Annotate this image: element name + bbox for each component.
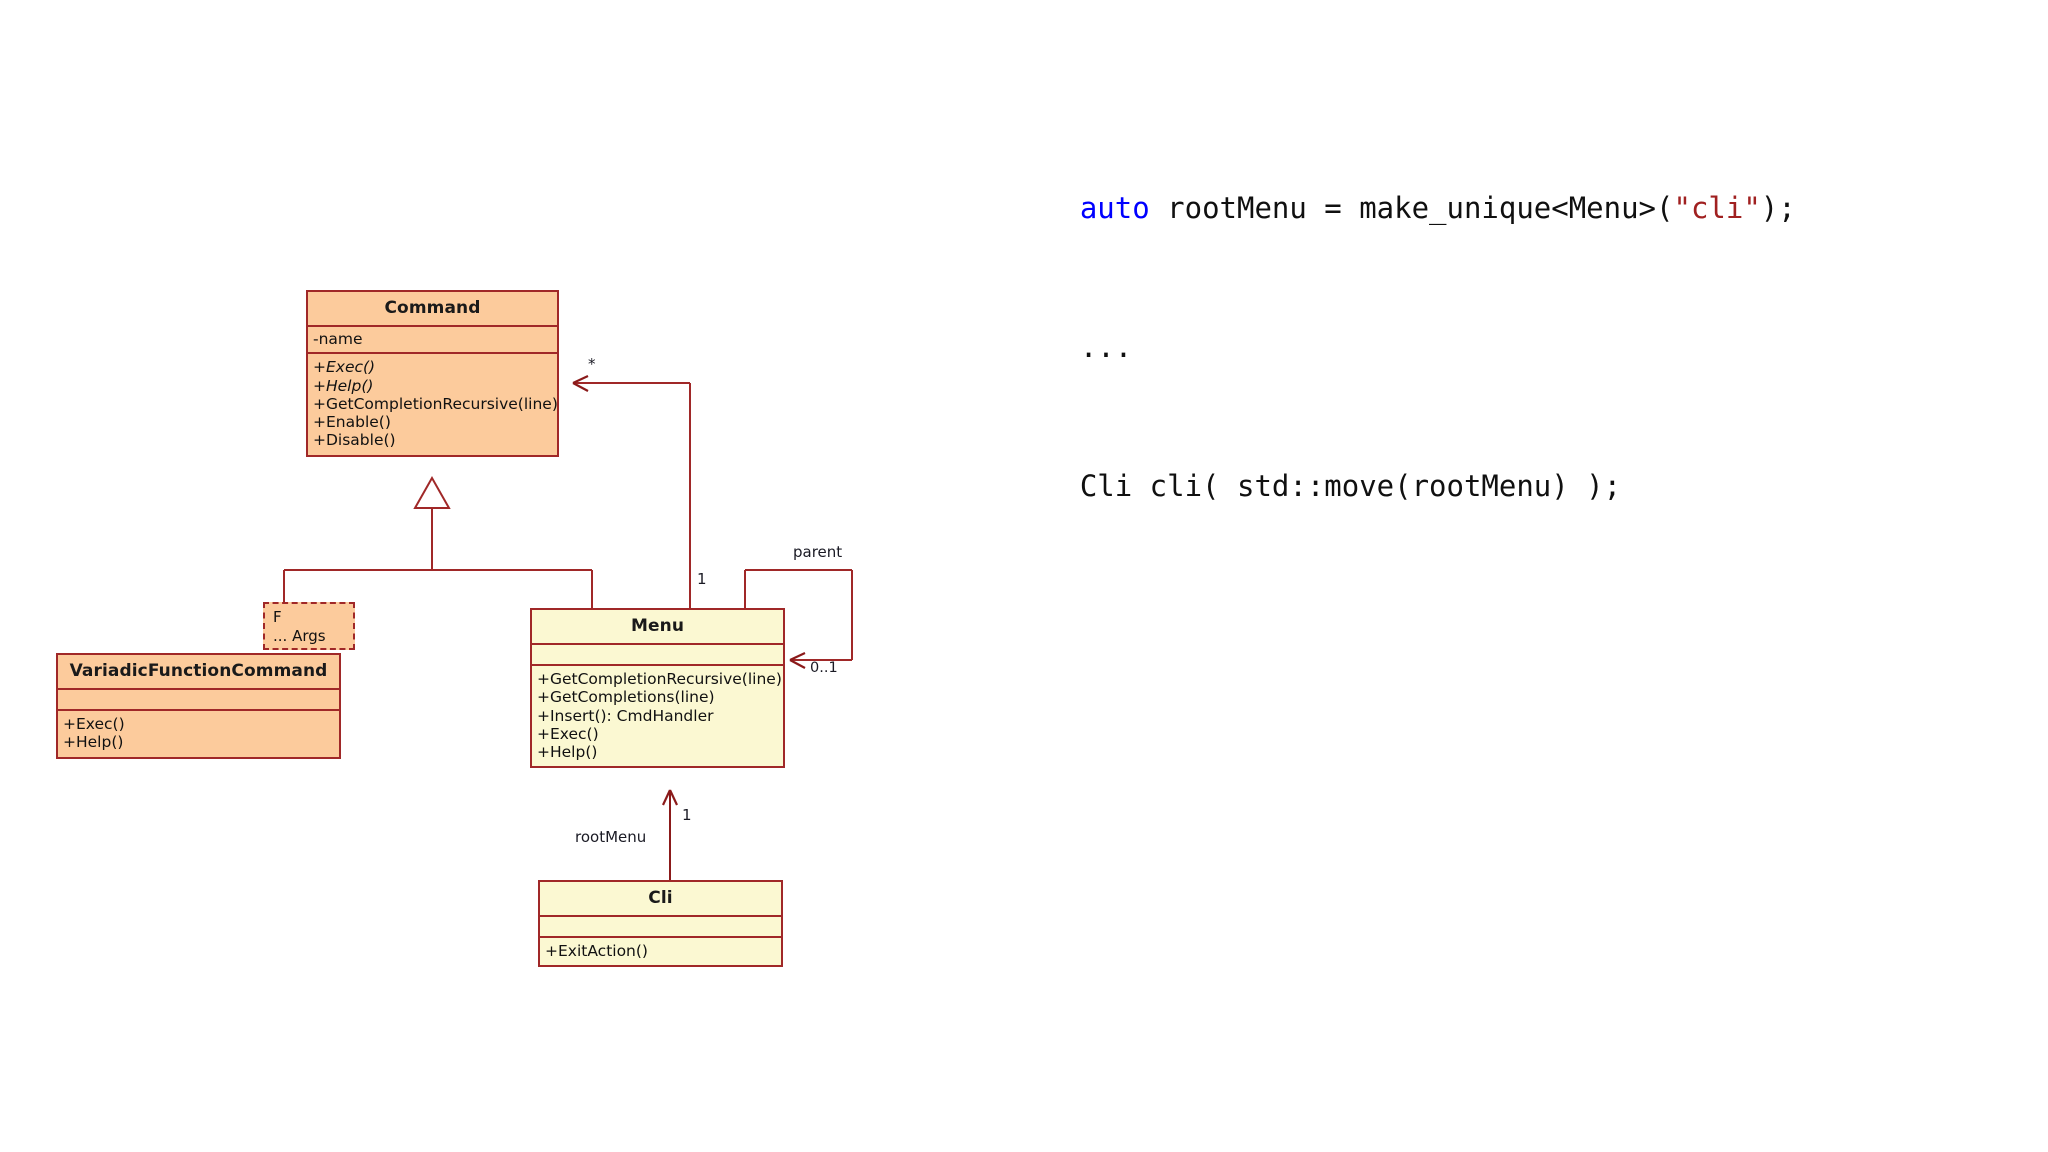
operation-row: +Disable()	[313, 431, 396, 450]
operation-row: +GetCompletions(line)	[537, 688, 715, 707]
operation-row: +Exec()	[63, 715, 125, 733]
cli-to-menu-edge	[662, 789, 678, 880]
code-token-ellipsis: ...	[1079, 330, 1133, 364]
class-title-cli: Cli	[540, 882, 781, 917]
class-attributes-cli	[540, 917, 781, 938]
class-operations-command: +Exec() +Help() +GetCompletionRecursive(…	[308, 354, 558, 454]
code-token-plain: );	[1760, 191, 1796, 225]
class-operations-menu: +GetCompletionRecursive(line) +GetComple…	[532, 666, 783, 766]
role-label-root-menu: rootMenu	[575, 828, 647, 846]
code-line-2: ...	[1010, 304, 2010, 391]
attribute-row: -name	[313, 330, 363, 348]
code-token-keyword: auto	[1079, 191, 1150, 225]
uml-class-cli[interactable]: Cli +ExitAction()	[538, 880, 783, 968]
class-attributes-menu	[532, 645, 783, 666]
operation-row: +ExitAction()	[545, 942, 648, 960]
template-parameter: F	[273, 608, 282, 626]
multiplicity-star: *	[588, 355, 596, 373]
class-attributes-variadic-function-command	[58, 690, 339, 711]
code-line-3: Cli cli( std::move(rootMenu) );	[1010, 443, 2010, 530]
multiplicity-one-cli-menu: 1	[682, 806, 692, 824]
uml-class-menu[interactable]: Menu +GetCompletionRecursive(line) +GetC…	[530, 608, 785, 769]
operation-row: +Help()	[313, 376, 374, 395]
uml-class-diagram: Command (*) --> Menu --> Command -name +…	[0, 0, 1000, 1152]
class-attributes-command: -name	[308, 327, 557, 355]
code-snippet-panel: auto rootMenu = make_unique<Menu>("cli")…	[1010, 165, 2010, 582]
multiplicity-one-menu-command: 1	[697, 570, 707, 588]
generalization-edge	[283, 475, 593, 608]
role-label-parent: parent	[793, 543, 843, 561]
class-title-menu: Menu	[532, 610, 783, 645]
uml-class-variadic-function-command[interactable]: VariadicFunctionCommand +Exec() +Help()	[56, 653, 341, 759]
diagram-edges: Command (*) --> Menu -->	[283, 375, 853, 880]
code-token-string: "cli"	[1673, 191, 1761, 225]
menu-to-command-edge	[572, 375, 691, 608]
class-title-command: Command	[308, 292, 557, 327]
code-token-plain: rootMenu = make_unique<Menu>(	[1149, 191, 1674, 225]
template-parameter-box-variadic: F ... Args	[263, 602, 355, 650]
operation-row: +Insert(): CmdHandler	[537, 706, 714, 725]
operation-row: +Help()	[537, 743, 598, 762]
operation-row: +Exec()	[537, 724, 599, 743]
uml-class-command[interactable]: Command -name +Exec() +Help() +GetComple…	[306, 290, 559, 457]
multiplicity-zero-one: 0..1	[810, 660, 838, 676]
operation-row: +Exec()	[313, 358, 376, 377]
class-title-variadic-function-command: VariadicFunctionCommand	[58, 655, 339, 690]
operation-row: +Help()	[63, 733, 124, 752]
operation-row: +Enable()	[313, 413, 391, 432]
operation-row: +GetCompletionRecursive(line)	[537, 670, 782, 688]
code-token-plain: Cli cli( std::move(rootMenu) );	[1079, 469, 1622, 503]
template-parameter: ... Args	[273, 626, 326, 645]
operation-row: +GetCompletionRecursive(line)	[313, 394, 558, 413]
code-line-1: auto rootMenu = make_unique<Menu>("cli")…	[1010, 165, 2010, 252]
class-operations-variadic-function-command: +Exec() +Help()	[58, 711, 339, 757]
class-operations-cli: +ExitAction()	[540, 938, 781, 965]
